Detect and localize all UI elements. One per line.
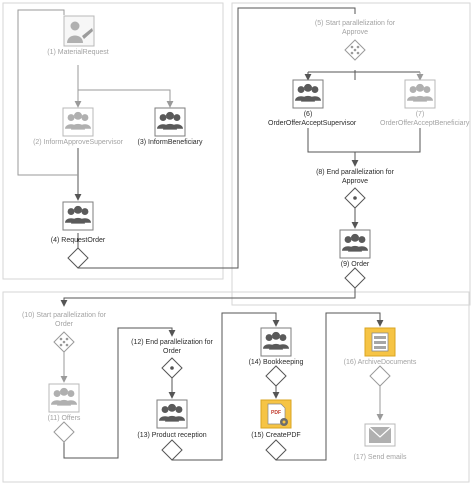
gateway-diamond [265,365,287,387]
node-material-request[interactable] [63,15,95,47]
pdf-gear-icon: PDF [267,403,288,426]
node-bookkeeping[interactable] [260,327,292,387]
label-node-5: (5) Start parallelization for Approve [314,20,396,36]
envelope-icon [368,426,392,443]
label-node-16: (16) ArchiveDocuments [343,359,417,366]
edge-22 [276,312,384,461]
label-node-10: (10) Start parallelization for Order [21,312,107,328]
label-node-6: (6) OrderOfferAcceptSupervisor [268,111,357,127]
connectors [17,7,424,461]
node-end-parallel-approve[interactable] [344,187,366,209]
edge-16 [60,288,356,307]
node-order-offer-accept-supervisor[interactable] [292,79,324,109]
gateway-diamond [265,439,287,461]
label-node-12: (12) End parallelization for Order [131,339,213,355]
parallel-dots [350,45,360,55]
parallel-dots [59,337,69,347]
edge-20 [172,312,280,461]
gateway-diamond [53,421,75,443]
node-start-parallel-approve[interactable] [344,39,366,61]
label-node-2: (2) InformApproveSupervisor [33,139,123,146]
edge-12 [307,128,355,153]
label-node-8: (8) End parallelization for Approve [316,169,394,185]
label-node-15: (15) CreatePDF [251,432,301,439]
label-node-17: (17) Send emails [353,454,407,461]
node-order[interactable] [339,229,371,289]
node-send-emails[interactable] [364,423,396,447]
join-dot [170,366,174,370]
label-node-7: (7) OrderOfferAcceptBeneficiary [380,111,470,127]
label-node-9: (9) Order [340,261,370,268]
node-start-parallel-order[interactable] [53,331,75,353]
label-node-13: (13) Product reception [137,432,207,439]
label-node-11: (11) Offers [47,415,81,422]
panel-top-right [231,2,471,306]
edge-5 [17,9,78,176]
panel-top-left [2,2,224,280]
join-dot [353,196,357,200]
gateway-diamond [161,439,183,461]
archive-icon [371,332,389,352]
node-order-offer-accept-beneficiary[interactable] [404,79,436,109]
node-offers[interactable] [48,383,80,443]
edge-2 [78,89,174,108]
node-inform-beneficiary[interactable] [154,107,186,137]
label-node-4: (4) RequestOrder [50,237,106,244]
edge-13 [355,128,421,153]
panel-frames [2,2,471,483]
edge-7 [78,7,356,269]
gateway-diamond [344,267,366,289]
pdf-badge-text: PDF [271,410,281,416]
gateway-diamond [369,365,391,387]
node-create-pdf[interactable]: PDF [260,399,292,461]
gateway-diamond [67,247,89,269]
label-node-3: (3) InformBeneficiary [137,139,203,146]
node-archive-documents[interactable] [364,327,396,387]
node-end-parallel-order[interactable] [161,357,183,379]
user-pen-icon [67,21,93,43]
node-request-order[interactable] [62,201,94,269]
label-node-1: (1) MaterialRequest [47,49,109,56]
edge-18 [63,327,176,459]
label-node-14: (14) Bookkeeping [248,359,304,366]
panel-bottom [2,291,470,483]
node-inform-approve-supervisor[interactable] [62,107,94,137]
node-product-reception[interactable] [156,399,188,461]
